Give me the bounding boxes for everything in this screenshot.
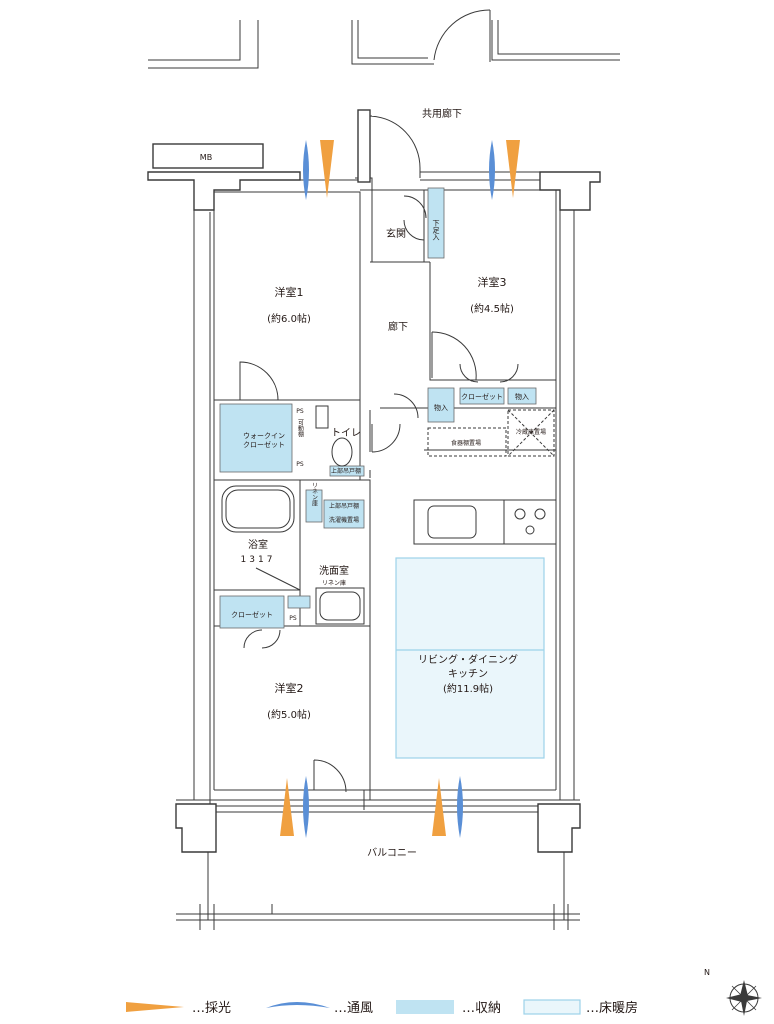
top-structure — [148, 9, 620, 69]
light-legend-label: …採光 — [192, 1001, 231, 1016]
common-corridor-label: 共用廊下 — [422, 107, 462, 120]
fridge-space — [507, 409, 555, 457]
shoe-box — [427, 187, 445, 259]
western1-size: (約6.0帖) — [267, 312, 311, 325]
washbasin — [315, 587, 365, 625]
closet-2 — [219, 595, 285, 629]
western3-size: (約4.5帖) — [470, 302, 514, 315]
dish-cabinet-space — [427, 427, 507, 457]
western3-name: 洋室3 — [478, 275, 507, 289]
dish-cabinet-label: 食器棚置場 — [451, 439, 481, 447]
ps1-label: PS — [296, 408, 304, 415]
ps3-label: PS — [289, 615, 297, 622]
ps2-label: PS — [296, 461, 304, 468]
balcony-label: バルコニー — [367, 847, 417, 859]
wind-arrow-3 — [303, 776, 309, 838]
compass-n-label: N — [704, 968, 710, 977]
linen2-box — [287, 595, 311, 609]
light-arrows — [280, 140, 520, 836]
wind-arrow-2 — [489, 140, 495, 200]
balcony-structure — [175, 790, 581, 930]
western2-name: 洋室2 — [275, 681, 304, 695]
storage-2 — [507, 387, 537, 405]
linen-cabinet — [305, 489, 323, 523]
light-arrow-2 — [506, 140, 520, 198]
toilet-fixture — [315, 405, 353, 467]
movable-shelf-label: 可動棚 — [297, 419, 304, 438]
storage-legend-icon — [396, 1000, 454, 1014]
bath-size: 1317 — [241, 555, 276, 565]
partitions — [214, 189, 556, 800]
western2-size: (約5.0帖) — [267, 708, 311, 721]
western1-name: 洋室1 — [275, 285, 304, 299]
walkin-closet — [219, 403, 293, 473]
storage2-label: 物入 — [515, 392, 529, 401]
washroom-label: 洗面室 — [319, 564, 349, 577]
shoe-box-label: 下足入 — [432, 220, 440, 241]
mb-label: MB — [200, 153, 212, 162]
linen-label: リネン庫 — [311, 482, 318, 507]
storage-legend-label: …収納 — [462, 1001, 501, 1016]
fridge-label: 冷蔵庫置場 — [516, 428, 546, 436]
wind-legend-label: …通風 — [334, 1001, 373, 1016]
wind-arrow-4 — [457, 776, 463, 838]
laundry-label: 洗濯機置場 — [329, 516, 359, 524]
storage-areas — [219, 187, 537, 629]
ldk-name2: キッチン — [448, 668, 488, 680]
storage-label: 物入 — [434, 403, 448, 412]
bathtub — [221, 485, 295, 533]
floor-heating-area — [395, 557, 545, 759]
outer-walls — [147, 109, 601, 805]
light-arrow-3 — [280, 778, 294, 836]
bath-name: 浴室 — [248, 538, 268, 551]
light-arrow-4 — [432, 778, 446, 836]
hallway-label: 廊下 — [388, 320, 408, 333]
legend: …採光 …通風 …収納 …床暖房 — [126, 999, 638, 1016]
light-arrow-1 — [320, 140, 334, 198]
wind-legend-icon — [266, 1002, 330, 1008]
floor-heating-legend-label: …床暖房 — [586, 1000, 638, 1016]
mb-box — [152, 143, 264, 169]
entrance-label: 玄関 — [386, 227, 406, 240]
wind-arrows — [303, 140, 495, 838]
ldk-size: (約11.9帖) — [443, 682, 493, 695]
compass-icon: N — [704, 968, 762, 1016]
walkin-label: ウォークインクローゼット — [243, 432, 285, 449]
linen2-label: リネン庫 — [322, 579, 346, 587]
floor-heating-legend-icon — [523, 999, 581, 1015]
toilet-label: トイレ — [331, 428, 361, 439]
upper-cabinet2-label: 上部吊戸棚 — [329, 502, 359, 510]
ldk-name1: リビング・ダイニング — [418, 653, 518, 666]
doors — [239, 195, 519, 793]
closet2-label: クローゼット — [231, 610, 273, 619]
wind-arrow-1 — [303, 140, 309, 200]
closet-3 — [459, 387, 505, 405]
kitchen-counter — [413, 499, 557, 545]
laundry-cabinet — [323, 499, 365, 529]
upper-cabinet-label: 上部吊戸棚 — [331, 467, 361, 475]
light-legend-icon — [126, 1002, 184, 1012]
room-labels: 共用廊下 玄関 下足入 洋室1 (約6.0帖) 洋室3 (約4.5帖) 廊下 物… — [231, 107, 546, 859]
storage-1 — [427, 387, 455, 423]
upper-cabinet-box — [329, 465, 365, 477]
closet3-label: クローゼット — [461, 392, 503, 401]
